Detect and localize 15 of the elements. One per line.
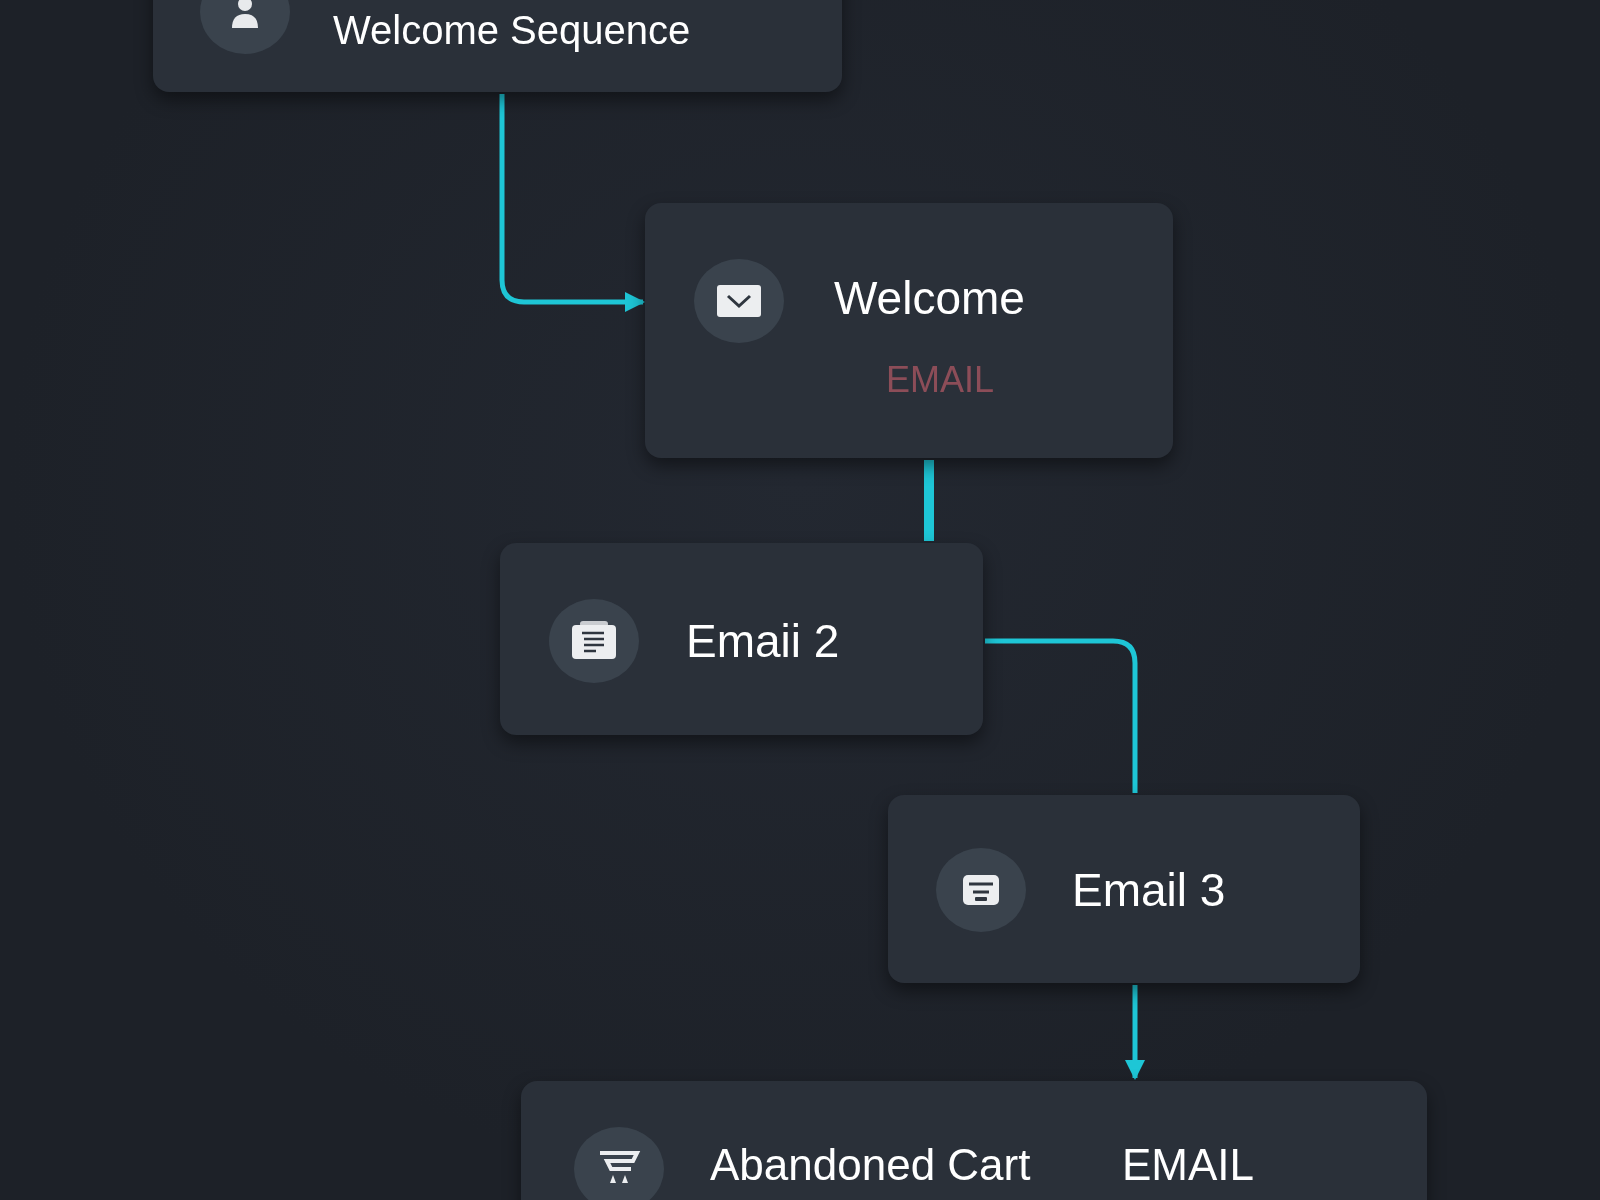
arrow: [499, 94, 645, 312]
step-card: [521, 1081, 1427, 1200]
step-title: Abandoned Cart: [710, 1139, 1031, 1191]
step-card: [500, 543, 983, 735]
connector-line: [924, 460, 934, 541]
step-card: [645, 203, 1173, 458]
step-title: Welcome: [834, 271, 1025, 325]
step-card: [888, 795, 1360, 983]
arrow: [1125, 985, 1145, 1080]
connector-line: [985, 638, 1138, 793]
step-title: Welcome Sequence: [333, 7, 691, 53]
step-title: Emaii 2: [686, 614, 840, 668]
channel-tag: EMAIL: [1122, 1139, 1255, 1191]
channel-tag: EMAIL: [886, 359, 994, 401]
step-title: Email 3: [1072, 863, 1226, 917]
